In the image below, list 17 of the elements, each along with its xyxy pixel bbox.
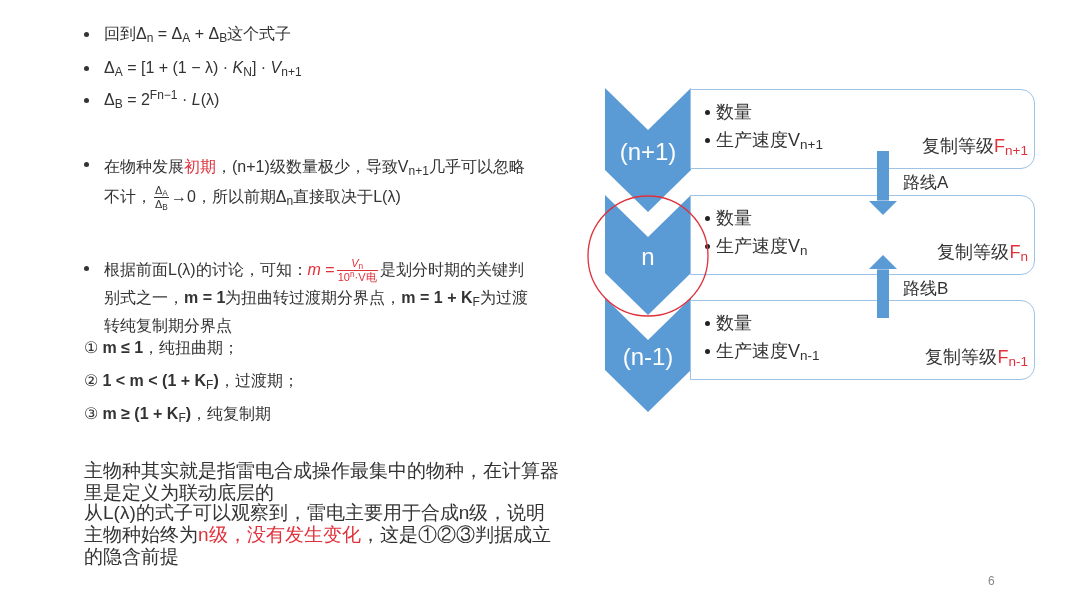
level-box: 数量 生产速度V$_{n+1}$ 复制等级F$_{n+1}$ [690, 89, 1035, 169]
page-number: 6 [988, 573, 995, 590]
level-box: 数量 生产速度V$_{n}$ 复制等级F$_{n}$ [690, 195, 1035, 275]
paragraph: 从L(λ)的式子可以观察到，雷电主要用于合成n级，说明主物种始终为n级，没有发生变化，这是①②③判据成立的隐含前提 [84, 502, 552, 568]
arrow [868, 255, 898, 318]
chevron-shape: n [605, 195, 691, 315]
chevron-shape: (n-1) [605, 298, 691, 412]
level-box: 数量 生产速度V$_{n-1}$ 复制等级F$_{n-1}$ [690, 300, 1035, 380]
paragraph: ① m ≤ 1，纯扭曲期； [84, 338, 241, 358]
paragraph: ② 1 < m < (1 + K$_{F}$)，过渡期； [84, 371, 300, 393]
paragraph: ③ m ≥ (1 + K$_{F}$)，纯复制期 [84, 404, 273, 426]
chevron-shape: (n+1) [605, 88, 691, 212]
paragraph: Δ$_{A}$ = [1 + (1 − λ) · K$_{N}$] · V$_{n+1}$ [104, 58, 303, 80]
paragraph: 主物种其实就是指雷电合成操作最集中的物种，在计算器里是定义为联动底层的 [84, 460, 560, 503]
paragraph: Δ$_{B}$ = 2$^{Fn−1}$ · L(λ) [104, 88, 221, 112]
paragraph: 回到Δ$_{n}$ = Δ$_{A}$ + Δ$_{B}$这个式子 [104, 24, 293, 46]
arrow [868, 151, 898, 215]
